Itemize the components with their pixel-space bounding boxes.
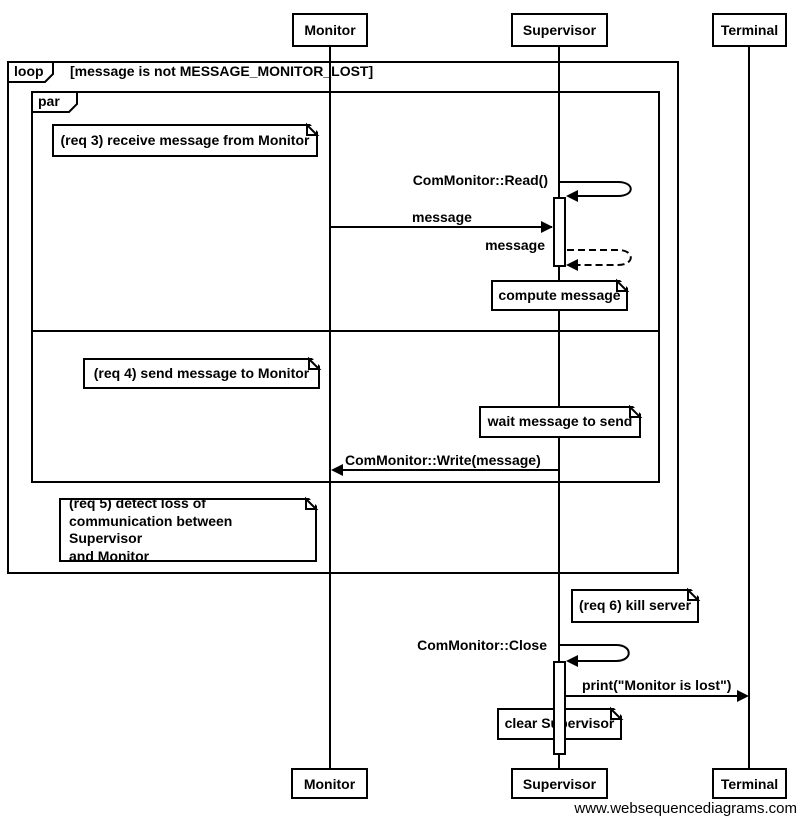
print-call-arrowhead: [737, 690, 749, 702]
actor-label: Supervisor: [522, 22, 597, 38]
message-label-write: ComMonitor::Write(message): [345, 452, 541, 468]
actor-box-monitor-top: Monitor: [292, 13, 368, 47]
note-req3-receive-message: (req 3) receive message from Monitor: [52, 124, 318, 157]
actor-box-supervisor-bottom: Supervisor: [511, 768, 608, 799]
note-req5-detect-loss: (req 5) detect loss of communication bet…: [59, 495, 317, 564]
note-req6-kill-server: (req 6) kill server: [571, 589, 699, 623]
actor-label: Monitor: [303, 775, 356, 792]
note-text: (req 3) receive message from Monitor: [60, 131, 310, 148]
note-wait-message: wait message to send: [479, 406, 641, 438]
actor-box-supervisor-top: Supervisor: [511, 13, 608, 47]
message-label-message-call: message: [412, 209, 472, 225]
par-operator-label: par: [38, 93, 60, 109]
note-text: (req 5) detect loss of communication bet…: [69, 495, 233, 564]
activation-bar-supervisor-close: [553, 661, 566, 755]
actor-box-monitor-bottom: Monitor: [291, 768, 368, 799]
message-label-print: print("Monitor is lost"): [582, 677, 732, 693]
actor-label: Monitor: [304, 22, 356, 38]
actor-label: Supervisor: [522, 775, 597, 792]
self-message-close-arrowhead: [566, 655, 578, 667]
loop-operator-label: loop: [14, 63, 44, 79]
actor-label: Terminal: [720, 22, 779, 38]
message-label-message-return: message: [485, 237, 545, 253]
actor-label: Terminal: [720, 775, 779, 792]
actor-box-terminal-top: Terminal: [712, 13, 787, 47]
actor-box-terminal-bottom: Terminal: [712, 768, 787, 799]
note-text: wait message to send: [487, 413, 633, 430]
watermark-text: www.websequencediagrams.com: [574, 800, 797, 817]
note-text: (req 6) kill server: [578, 597, 692, 614]
note-text: (req 4) send message to Monitor: [93, 364, 310, 381]
note-compute-message: compute message: [491, 280, 628, 311]
loop-condition-label: [message is not MESSAGE_MONITOR_LOST]: [70, 63, 374, 79]
message-label-read: ComMonitor::Read(): [412, 172, 548, 188]
par-fragment-divider: [33, 330, 658, 332]
par-fragment-frame: [31, 91, 660, 483]
activation-bar-supervisor-read: [553, 197, 566, 267]
message-label-close: ComMonitor::Close: [417, 637, 547, 653]
note-req4-send-message: (req 4) send message to Monitor: [83, 358, 320, 389]
note-text: compute message: [498, 286, 621, 303]
loop-fragment-frame: [7, 61, 679, 574]
self-message-close-arrow: [560, 644, 630, 662]
